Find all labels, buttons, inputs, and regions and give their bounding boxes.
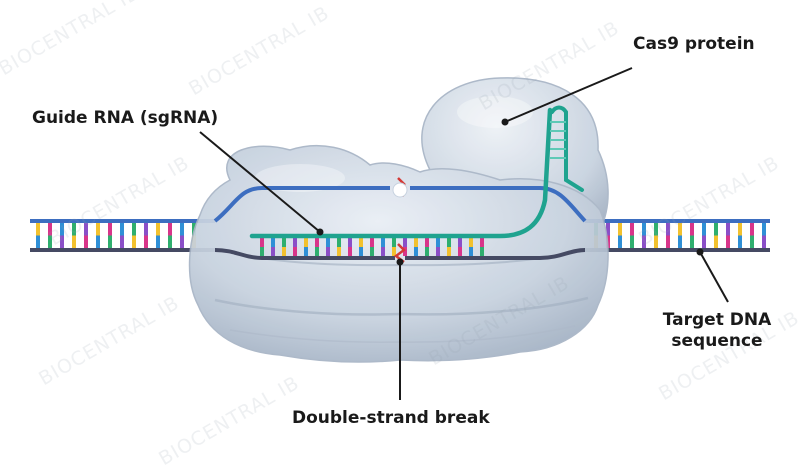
target-pointer-dot	[696, 248, 704, 256]
target-dna-label: Target DNA sequence	[652, 310, 782, 352]
guide-rna-stem-rungs	[550, 121, 566, 159]
strand-gap	[392, 182, 408, 198]
guide-rna-label: Guide RNA (sgRNA)	[32, 108, 219, 128]
target-dna-label-line2: sequence	[671, 331, 763, 351]
guide-rna-hairpin	[550, 105, 584, 192]
guide-rna-strand	[249, 107, 553, 239]
target-dna-label-line1: Target DNA	[662, 310, 772, 330]
cas9-pointer-dot	[501, 118, 509, 126]
target-pointer-line	[699, 251, 729, 303]
dna-rna-base-pairs	[260, 238, 484, 256]
dna-bottom-strand-inner	[214, 248, 586, 260]
guide-pointer-dot	[316, 228, 324, 236]
dna-base-pairs-right	[594, 223, 766, 248]
dsb-pointer-dot	[396, 258, 404, 266]
dna-top-strand-unwound	[213, 186, 587, 223]
cas9-pointer-line	[504, 67, 633, 123]
cas9-protein-shape	[188, 77, 609, 363]
diagram-canvas	[30, 67, 770, 400]
cas9-protein-label: Cas9 protein	[633, 34, 755, 54]
double-strand-break-label: Double-strand break	[292, 408, 490, 428]
guide-pointer-line	[199, 131, 321, 233]
dna-base-pairs-left	[36, 223, 196, 248]
